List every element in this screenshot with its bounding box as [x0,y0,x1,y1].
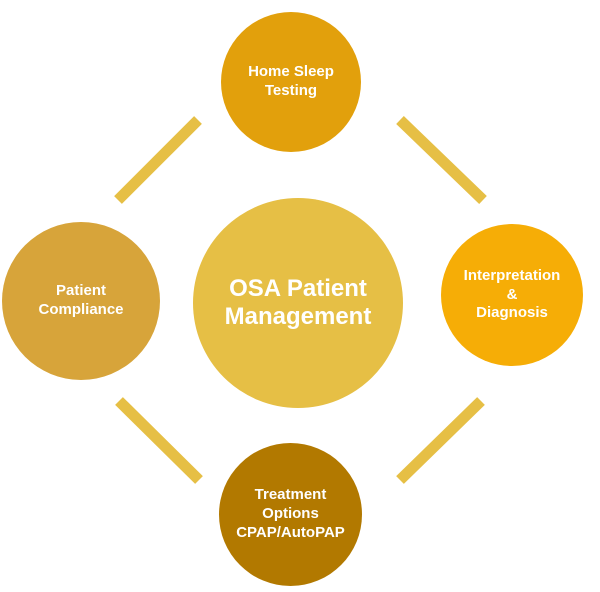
connector-top-right [396,116,487,204]
node-home-sleep-testing: Home Sleep Testing [221,12,361,152]
node-label: Treatment Options CPAP/AutoPAP [236,486,345,541]
node-interpretation-diagnosis: Interpretation & Diagnosis [441,224,583,366]
node-treatment-options: Treatment Options CPAP/AutoPAP [219,443,362,586]
center-label: OSA Patient Management [224,275,372,330]
node-label: Home Sleep Testing [248,63,334,99]
node-osa-patient-management: OSA Patient Management [193,198,403,408]
node-label: Interpretation & Diagnosis [463,266,561,322]
connector-top-left [114,116,202,204]
connector-bottom-left [115,397,203,484]
connector-bottom-right [396,397,485,484]
node-patient-compliance: Patient Compliance [2,222,160,380]
node-label: Patient Compliance [38,282,124,318]
